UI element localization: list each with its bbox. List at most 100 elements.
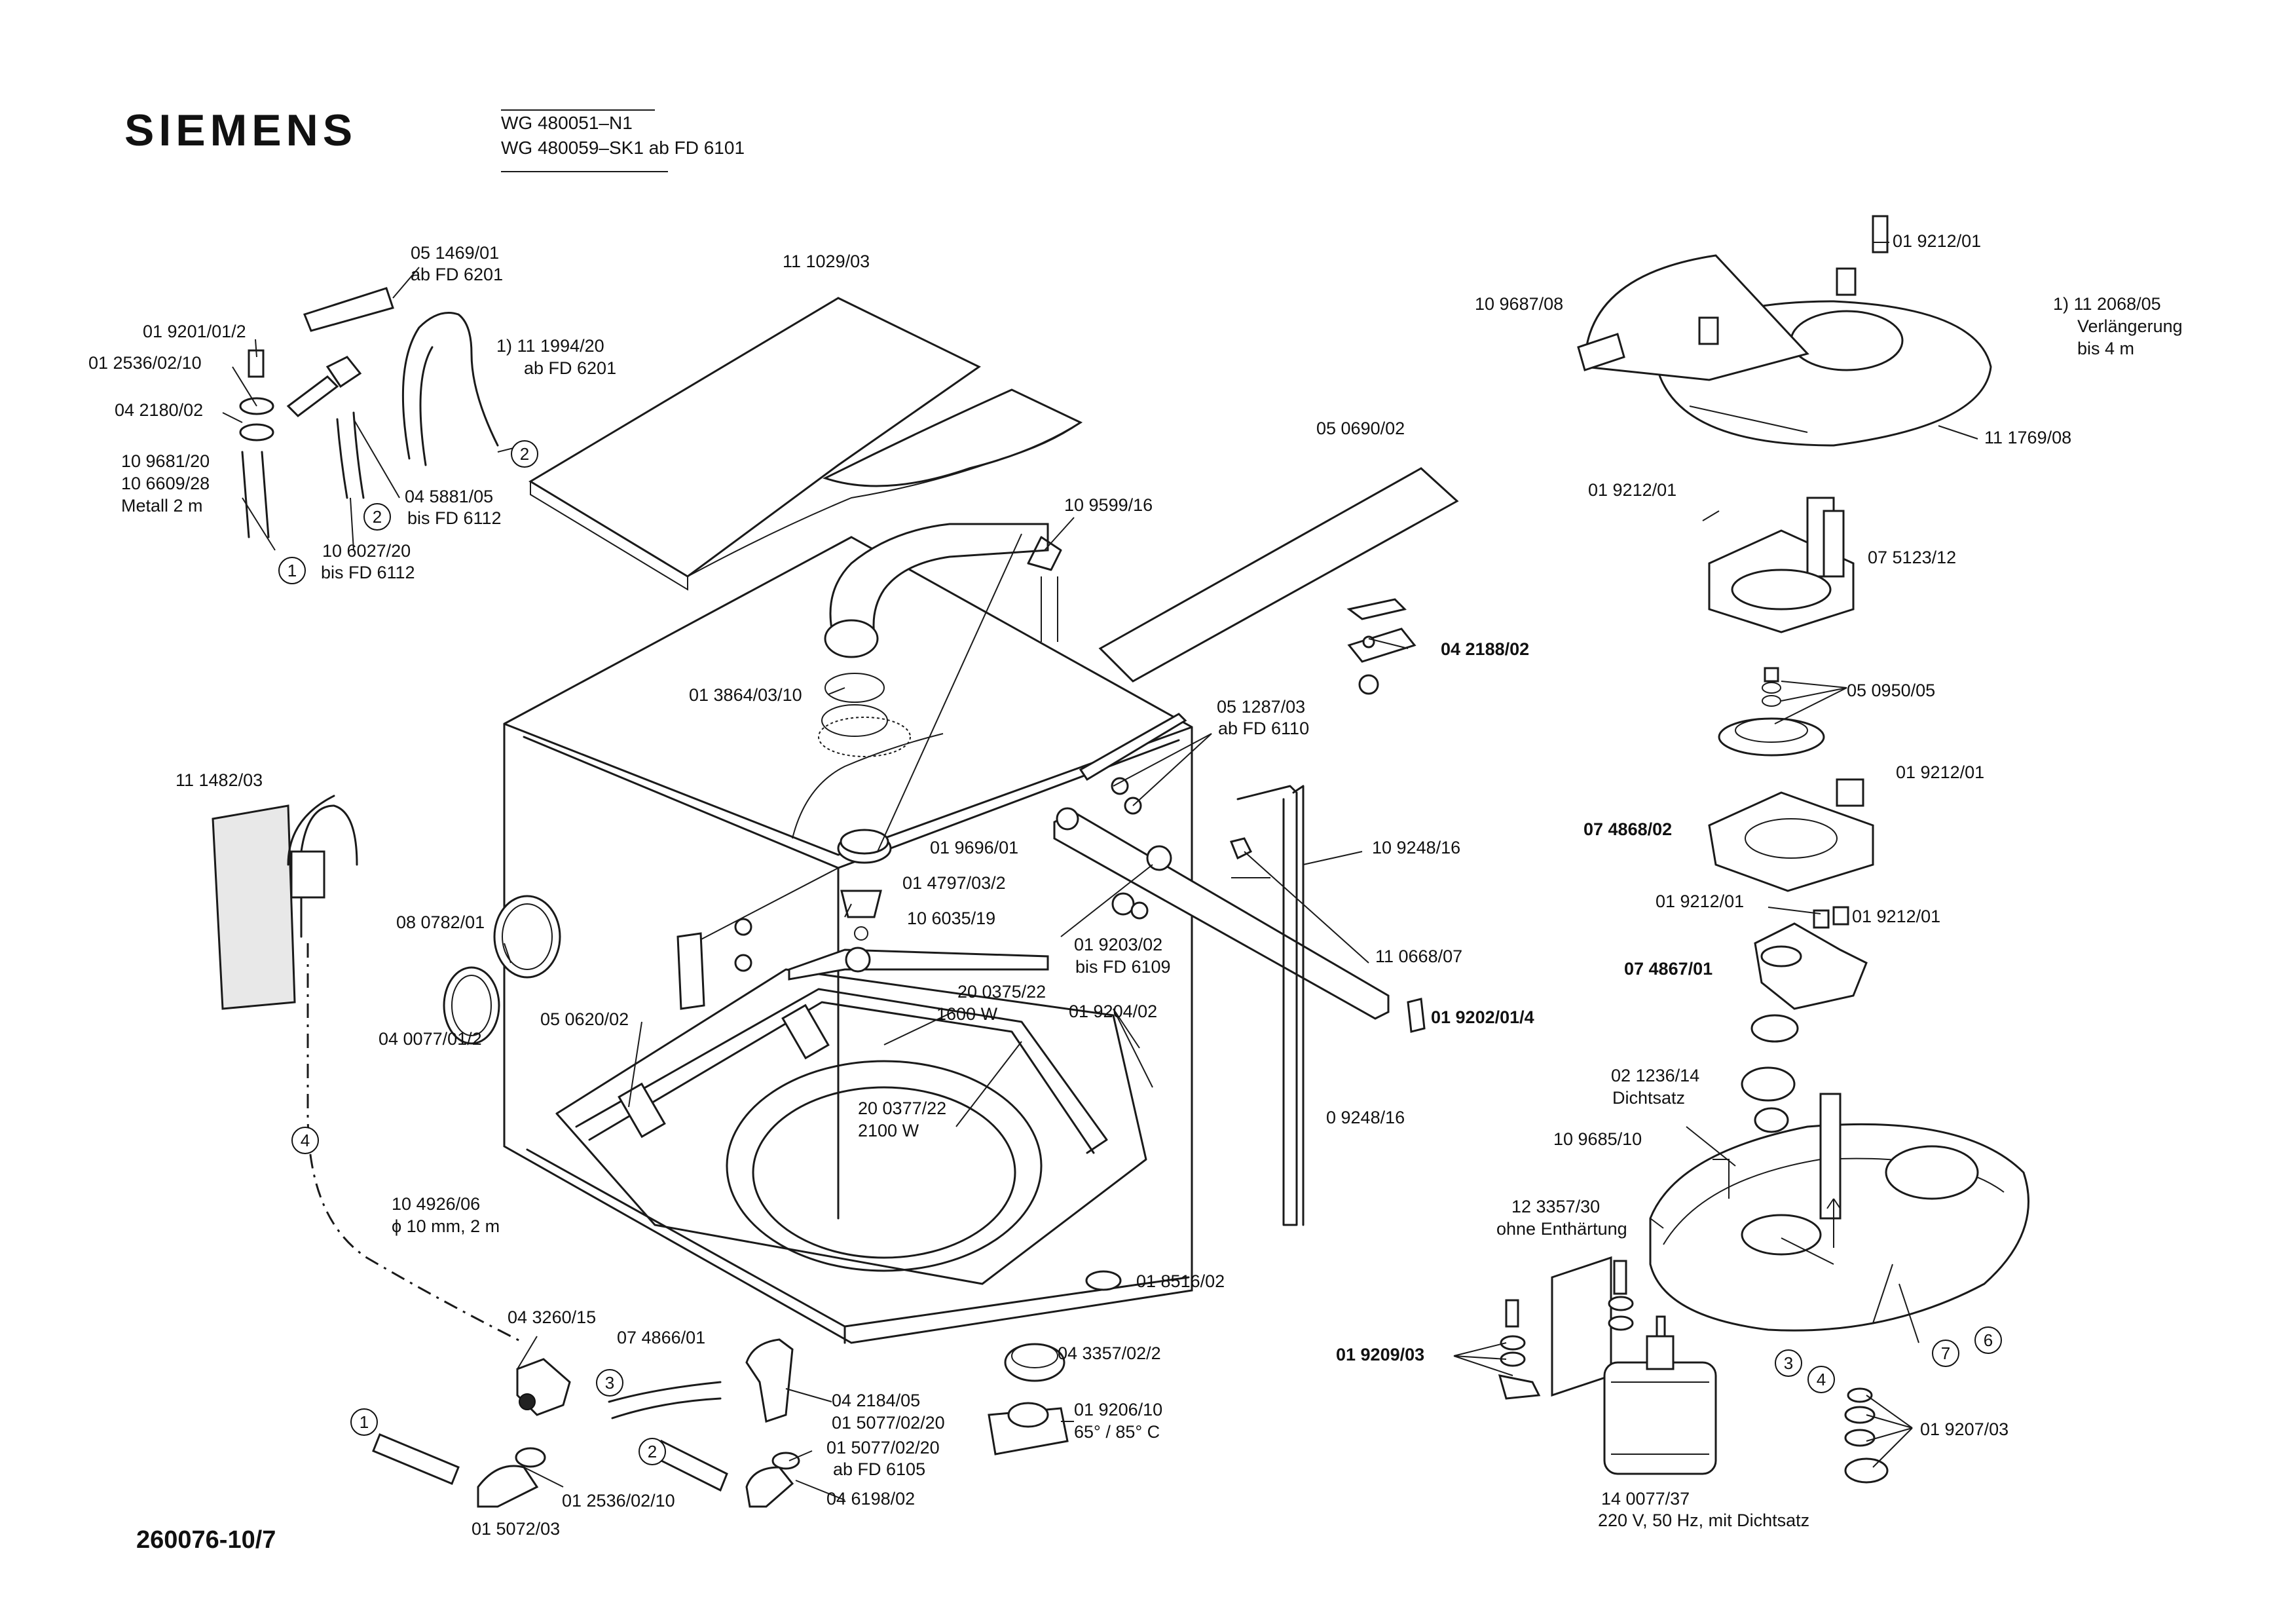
part-label: 01 5072/03 <box>472 1519 561 1539</box>
part-label: 04 0077/01/2 <box>379 1029 482 1049</box>
door-seal-ring <box>443 895 561 1045</box>
part-label: 04 3357/02/2 <box>1058 1343 1161 1363</box>
part-label: 04 2180/02 <box>115 400 204 420</box>
part-label: 08 0782/01 <box>396 912 485 932</box>
door-rail <box>1053 713 1390 1020</box>
air-break <box>212 795 358 1010</box>
softener-plate <box>1498 1256 1634 1400</box>
part-label: 10 9687/08 <box>1475 294 1564 314</box>
worktop-panel <box>528 297 1083 591</box>
marker-4: 4 <box>291 1127 319 1154</box>
part-label: 05 0620/02 <box>540 1009 629 1029</box>
part-label: bis FD 6109 <box>1075 957 1171 977</box>
washer-stack <box>1844 1387 1889 1484</box>
brand-logo: SIEMENS <box>124 105 358 155</box>
model-line-1: WG 480051–N1 <box>501 113 633 133</box>
part-label: Dichtsatz <box>1612 1088 1686 1108</box>
hose-pieces <box>372 1338 800 1508</box>
marker-6: 6 <box>1974 1326 2002 1354</box>
part-label: 10 9599/16 <box>1064 495 1153 515</box>
pump-housing <box>1708 497 1874 1133</box>
part-label: 01 8516/02 <box>1136 1271 1225 1291</box>
part-label: 65° / 85° C <box>1074 1422 1160 1442</box>
marker-1: 1 <box>350 1408 378 1436</box>
seal-strip <box>1098 467 1459 683</box>
tub-floor <box>555 968 1147 1285</box>
part-label: 04 6198/02 <box>826 1489 916 1509</box>
pump-motor <box>1603 1315 1717 1475</box>
model-line-2: WG 480059–SK1 ab FD 6101 <box>501 138 745 158</box>
drain-hose <box>306 943 525 1344</box>
part-label: 01 9212/01 <box>1896 762 1985 782</box>
part-label: ab FD 6201 <box>411 265 504 284</box>
part-label: 1600 W <box>936 1004 998 1024</box>
part-label: 1) 11 2068/05 <box>2053 294 2161 314</box>
part-label: 2100 W <box>858 1121 919 1140</box>
part-label: 01 9212/01 <box>1656 891 1745 911</box>
part-label: 01 4797/03/2 <box>902 873 1006 893</box>
part-label: 01 9207/03 <box>1920 1419 2009 1439</box>
spray-arm <box>788 829 1049 981</box>
part-label: 01 9203/02 <box>1074 935 1163 954</box>
part-label: 01 9212/01 <box>1893 231 1982 251</box>
part-label: ϕ 10 mm, 2 m <box>392 1216 500 1236</box>
upper-dispenser <box>1577 215 1992 447</box>
washer <box>1085 1270 1122 1291</box>
side-plate <box>676 932 705 1010</box>
part-label: 01 5077/02/20 <box>826 1438 940 1457</box>
side-rail-tube <box>1236 785 1305 1226</box>
part-label: 01 3864/03/10 <box>689 685 802 705</box>
part-label: Metall 2 m <box>121 496 203 516</box>
part-label: 04 2188/02 <box>1441 639 1530 659</box>
part-label: 01 9206/10 <box>1074 1400 1163 1419</box>
part-label: 01 9201/01/2 <box>143 322 246 341</box>
part-label: 10 6027/20 <box>322 541 411 561</box>
marker-1: 1 <box>278 557 306 584</box>
part-label: 05 0950/05 <box>1847 681 1936 700</box>
marker-2: 2 <box>363 503 391 531</box>
part-label: bis 4 m <box>2077 339 2135 358</box>
part-label: 02 1236/14 <box>1611 1066 1700 1085</box>
part-label: 01 9209/03 <box>1336 1345 1425 1364</box>
part-label: 10 6035/19 <box>907 909 996 928</box>
part-label: 10 4926/06 <box>392 1194 481 1214</box>
marker-2: 2 <box>511 440 538 468</box>
part-label: 1) 11 1994/20 <box>496 336 604 356</box>
marker-3: 3 <box>1775 1349 1802 1377</box>
part-label: 07 4867/01 <box>1624 959 1713 979</box>
part-label: 01 9204/02 <box>1069 1002 1158 1021</box>
part-label: 05 1287/03 <box>1217 697 1306 717</box>
part-label: 20 0375/22 <box>957 982 1046 1002</box>
part-label: 07 4866/01 <box>617 1328 706 1347</box>
part-label: 20 0377/22 <box>858 1098 947 1118</box>
part-label: 11 0668/07 <box>1375 947 1463 966</box>
marker-7: 7 <box>1932 1340 1959 1367</box>
part-label: 04 3260/15 <box>508 1307 597 1327</box>
leader-lines <box>222 242 1978 1501</box>
part-label: 01 9212/01 <box>1852 907 1941 926</box>
drain-elbow <box>516 1358 571 1416</box>
part-label: 10 9248/16 <box>1372 838 1461 857</box>
part-label: 01 2536/02/10 <box>562 1491 675 1511</box>
document-number: 260076-10/7 <box>136 1526 276 1554</box>
part-label: 10 6609/28 <box>121 474 210 493</box>
part-label: 10 9685/10 <box>1553 1129 1642 1149</box>
part-label: 11 1029/03 <box>783 252 870 271</box>
part-label: 01 2536/02/10 <box>88 353 202 373</box>
part-label: bis FD 6112 <box>407 508 502 528</box>
part-label: 05 0690/02 <box>1316 419 1405 438</box>
part-label: 04 5881/05 <box>405 487 494 506</box>
part-label: ab FD 6110 <box>1218 719 1310 738</box>
tub-cabinet <box>503 536 1193 1344</box>
part-label: 01 9212/01 <box>1588 480 1677 500</box>
marker-3: 3 <box>596 1369 623 1397</box>
part-label: Verlängerung <box>2077 316 2183 336</box>
part-label: ohne Enthärtung <box>1496 1219 1627 1239</box>
marker-2: 2 <box>639 1438 666 1465</box>
part-label: 12 3357/30 <box>1511 1197 1601 1216</box>
part-label: 04 2184/05 <box>832 1391 921 1410</box>
inlet-bend <box>818 523 1062 757</box>
part-label: ab FD 6105 <box>833 1459 926 1479</box>
part-label: 0 9248/16 <box>1326 1108 1405 1127</box>
